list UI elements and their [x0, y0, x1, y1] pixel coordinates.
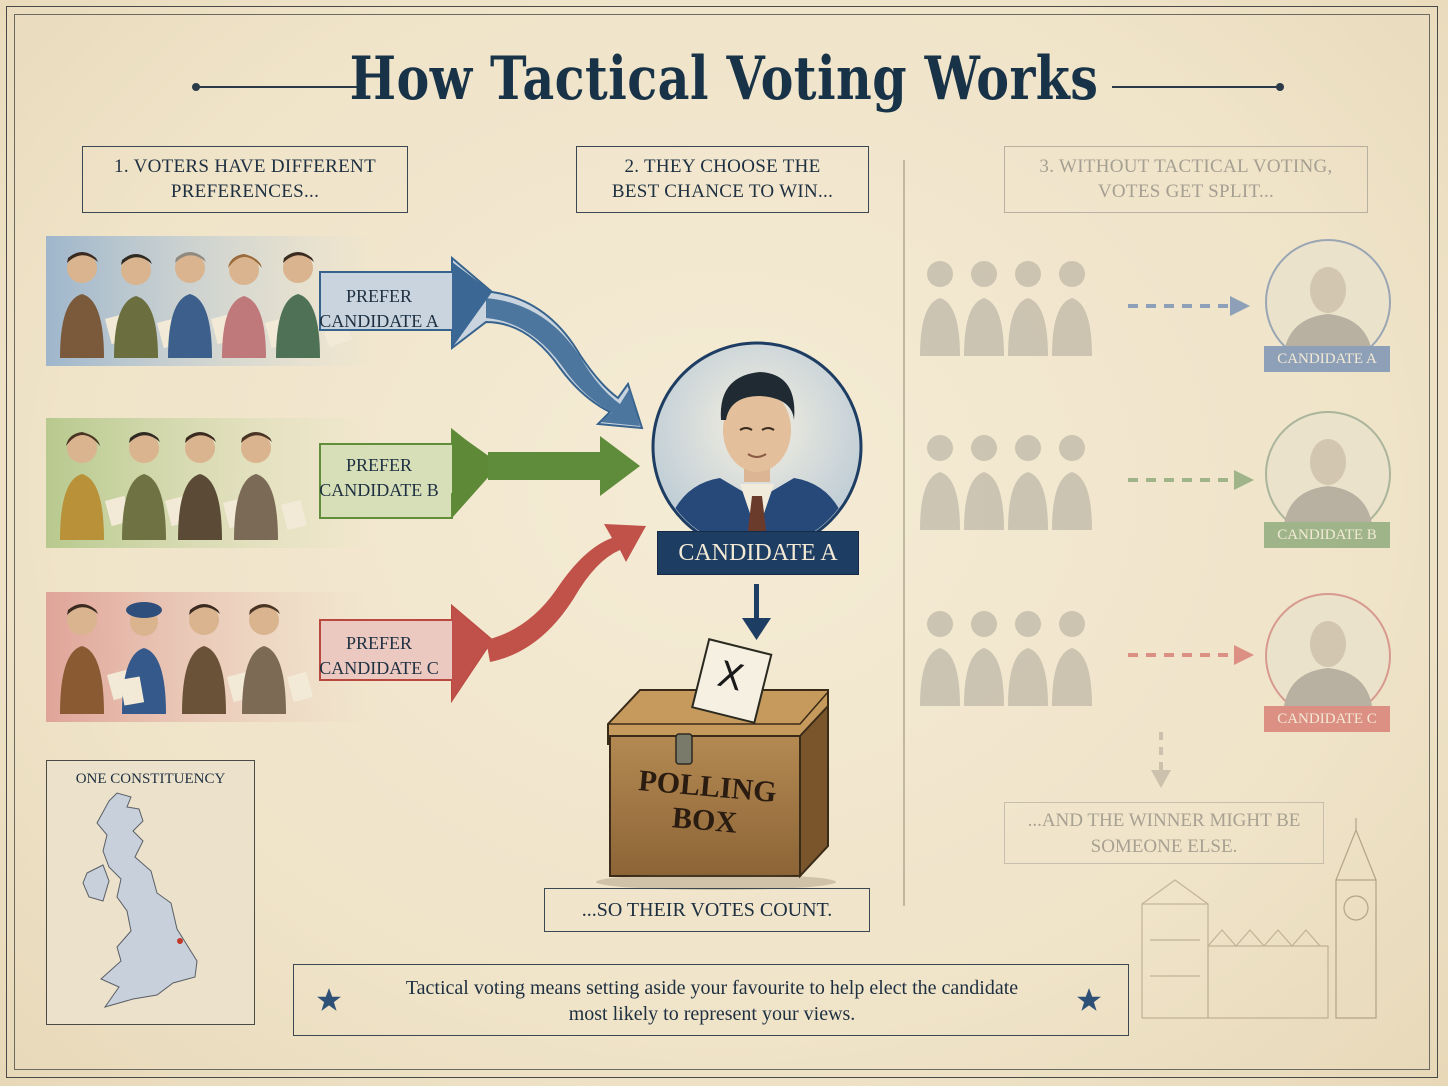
step-2-line-1: 2. THEY CHOOSE THE: [624, 156, 821, 177]
pref-b-label: PREFER CANDIDATE B: [304, 453, 454, 503]
step-3-line-1: 3. WITHOUT TACTICAL VOTING,: [1039, 156, 1333, 177]
votes-count-caption: ...SO THEIR VOTES COUNT.: [544, 888, 870, 932]
summary-line-2: most likely to represent your views.: [568, 1003, 856, 1025]
star-icon: [317, 988, 341, 1011]
down-arrow-icon: [742, 584, 771, 640]
pref-b-line-1: PREFER: [345, 455, 413, 475]
page-title: How Tactical Voting Works: [349, 44, 1099, 114]
uk-map-icon: [82, 792, 198, 1008]
arrow-a: [319, 255, 644, 430]
summary-line-1: Tactical voting means setting aside your…: [405, 977, 1019, 999]
step-2-line-2: BEST CHANCE TO WIN...: [611, 181, 834, 202]
split-arrow-c: [1128, 645, 1254, 665]
pref-c-line-2: CANDIDATE C: [319, 658, 439, 678]
summary-box: Tactical voting means setting aside your…: [293, 964, 1129, 1036]
faded-voters: [920, 261, 1092, 706]
pref-c-line-1: PREFER: [345, 633, 413, 653]
inner-border: [14, 14, 1430, 1070]
star-icon: [1077, 988, 1101, 1011]
candidate-b-portrait-faded: [1265, 411, 1391, 537]
title-rule-left: [192, 83, 364, 91]
pref-b-line-2: CANDIDATE B: [319, 480, 439, 500]
pref-a-label: PREFER CANDIDATE A: [304, 284, 454, 334]
map-title: ONE CONSTITUENCY: [75, 771, 226, 787]
summary-text: Tactical voting means setting aside your…: [354, 975, 1070, 1027]
winner-line-2: SOMEONE ELSE.: [1090, 836, 1238, 857]
split-candidate-a-label: CANDIDATE A: [1264, 346, 1390, 372]
split-arrow-a: [1128, 296, 1250, 316]
step-1-line-2: PREFERENCES...: [170, 181, 320, 202]
constituency-map: ONE CONSTITUENCY: [46, 760, 255, 1025]
split-arrow-down: [1151, 732, 1171, 788]
step-1-box: 1. VOTERS HAVE DIFFERENT PREFERENCES...: [82, 146, 408, 213]
pref-c-label: PREFER CANDIDATE C: [304, 631, 454, 681]
voters-group-c: [60, 602, 314, 714]
ballot-box-icon: [596, 638, 836, 890]
column-divider: [903, 160, 905, 906]
chosen-candidate-label: CANDIDATE A: [658, 532, 858, 574]
winner-line-1: ...AND THE WINNER MIGHT BE: [1027, 810, 1301, 831]
step-3-line-2: VOTES GET SPLIT...: [1097, 181, 1275, 202]
split-candidate-b-label: CANDIDATE B: [1264, 522, 1390, 548]
winner-caption: ...AND THE WINNER MIGHT BE SOMEONE ELSE.: [1004, 802, 1324, 864]
voters-group-a: [60, 252, 353, 358]
step-2-box: 2. THEY CHOOSE THE BEST CHANCE TO WIN...: [576, 146, 869, 213]
step-3-box: 3. WITHOUT TACTICAL VOTING, VOTES GET SP…: [1004, 146, 1368, 213]
candidate-a-portrait-faded: [1265, 239, 1391, 365]
pref-a-line-1: PREFER: [345, 286, 413, 306]
pref-a-line-2: CANDIDATE A: [319, 311, 439, 331]
outer-border: [6, 6, 1438, 1078]
title-rule-right: [1112, 83, 1284, 91]
candidate-c-portrait-faded: [1265, 593, 1391, 719]
voters-group-b: [60, 432, 308, 540]
parliament-icon: [1141, 879, 1329, 1019]
split-arrow-b: [1128, 470, 1254, 490]
step-1-line-1: 1. VOTERS HAVE DIFFERENT: [114, 156, 376, 177]
split-candidate-c-label: CANDIDATE C: [1264, 706, 1390, 732]
clock-tower-icon: [1335, 818, 1377, 1019]
